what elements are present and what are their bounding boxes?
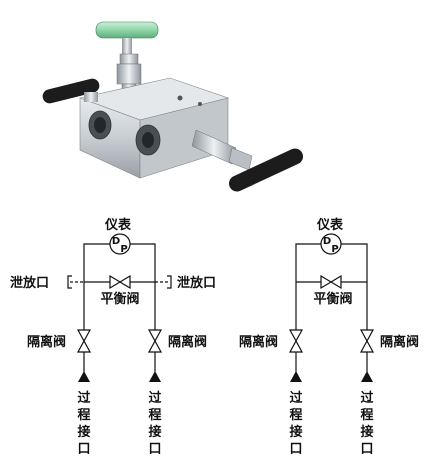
isolation-valve-right-b [147, 339, 163, 353]
line-left-high [295, 243, 321, 330]
isolation-valve-left-a [76, 329, 92, 343]
line-left-high [83, 243, 110, 330]
process-label-left-2: 程 [77, 408, 90, 423]
stem-left [84, 92, 98, 102]
top-port-small [198, 102, 202, 106]
process-label-left-1: 过 [77, 390, 90, 406]
right-bonnet [191, 129, 237, 165]
black-handle-left [42, 78, 100, 104]
line-right-high [130, 243, 156, 330]
meter-label: 仪表 [316, 217, 344, 233]
isolation-label-right: 隔离阀 [168, 334, 207, 350]
process-label-right-3: 接 [148, 424, 161, 440]
right-schematic: 仪表 D P 平衡阀 隔离阀 隔离阀 过 程 接 口 过 程 接 口 [239, 217, 419, 457]
dp-symbol-d: D [112, 236, 120, 247]
port-inner-left [94, 117, 106, 133]
vent-label-left: 泄放口 [10, 275, 49, 291]
process-label-right-1: 过 [148, 390, 161, 406]
isolation-valve-right-a [359, 329, 375, 343]
isolation-valve-left-b [288, 339, 304, 353]
isolation-label-left: 隔离阀 [239, 334, 278, 350]
dp-symbol-d: D [323, 236, 331, 247]
vent-label-right: 泄放口 [177, 275, 216, 291]
dp-symbol-p: P [331, 244, 338, 255]
process-label-right-4: 口 [360, 442, 373, 457]
process-arrow-left [290, 371, 302, 382]
vent-cap-right [167, 275, 172, 289]
process-label-right-3: 接 [360, 424, 373, 440]
isolation-valve-left-a [288, 329, 304, 343]
process-label-left-3: 接 [289, 424, 302, 440]
balance-valve-icon-a [109, 274, 122, 290]
balance-valve-label: 平衡阀 [313, 291, 352, 307]
vent-cap-left [67, 275, 72, 289]
process-label-left-1: 过 [289, 390, 302, 406]
line-right-high [341, 243, 368, 330]
process-label-right-2: 程 [360, 408, 373, 423]
balance-valve-icon-b [329, 274, 342, 290]
isolation-valve-right-b [359, 339, 375, 353]
dp-symbol-p: P [120, 244, 127, 255]
process-label-left-2: 程 [289, 408, 302, 423]
process-arrow-left [78, 371, 90, 382]
port-inner-right [142, 132, 154, 148]
isolation-label-right: 隔离阀 [380, 334, 419, 350]
handle-stem [122, 38, 132, 54]
process-label-right-1: 过 [360, 390, 373, 406]
isolation-valve-right-a [147, 329, 163, 343]
meter-label: 仪表 [104, 217, 132, 233]
process-label-left-3: 接 [77, 424, 90, 440]
process-label-left-4: 口 [77, 442, 90, 457]
black-handle-right [228, 148, 304, 192]
bonnet-body [116, 63, 142, 85]
balance-valve-icon-a [320, 274, 333, 290]
left-schematic: 仪表 D P 泄放口 泄放口 平衡阀 隔离阀 隔离阀 过 [10, 217, 216, 457]
process-label-right-2: 程 [148, 408, 161, 423]
isolation-valve-left-b [76, 339, 92, 353]
process-arrow-right [361, 371, 373, 382]
top-port [177, 95, 183, 101]
process-arrow-right [149, 371, 161, 382]
right-bonnet-hex [228, 147, 253, 171]
process-label-right-4: 口 [148, 442, 161, 457]
green-handle [95, 21, 159, 39]
isolation-label-left: 隔离阀 [27, 334, 66, 350]
bonnet-nut [119, 53, 139, 65]
product-photo [42, 21, 304, 192]
process-label-left-4: 口 [289, 442, 302, 457]
balance-valve-icon-b [118, 274, 131, 290]
balance-valve-label: 平衡阀 [100, 291, 139, 307]
